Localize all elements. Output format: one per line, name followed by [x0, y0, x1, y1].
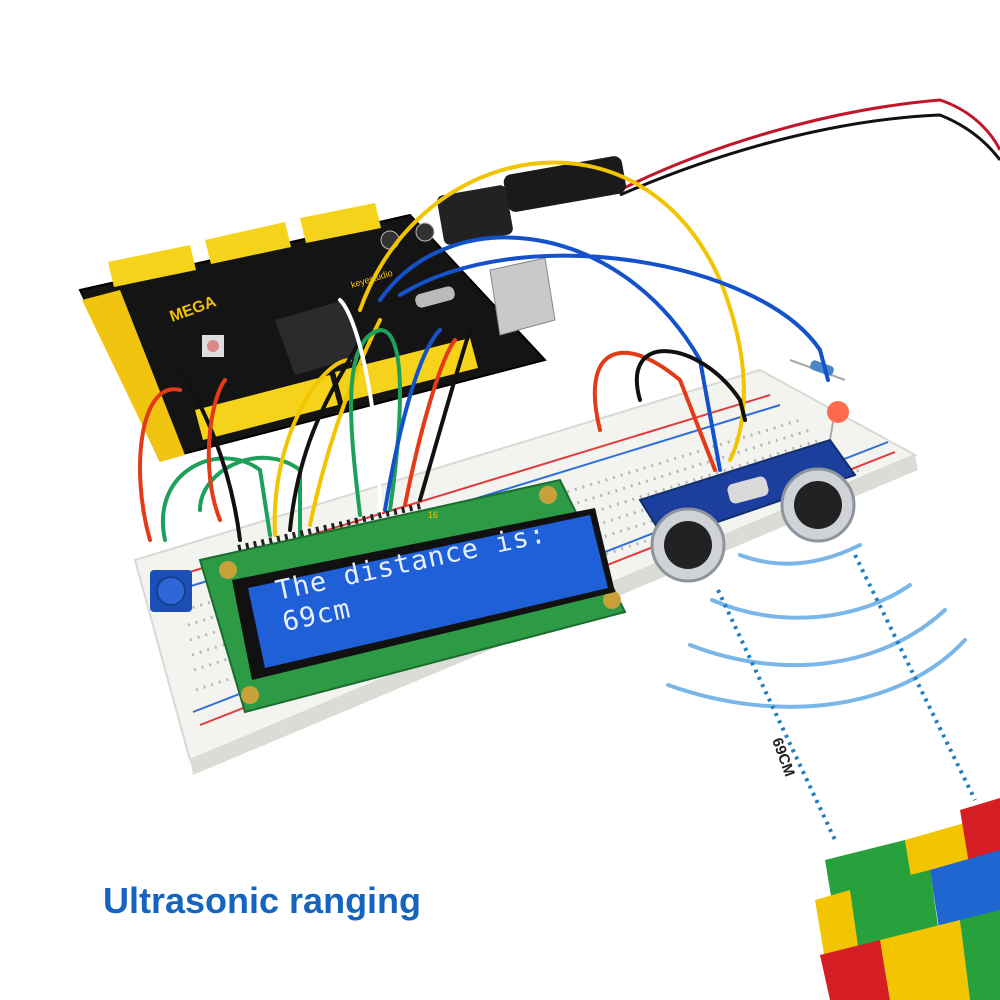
caption: Ultrasonic ranging [103, 880, 422, 921]
sound-wave-icon [666, 543, 967, 709]
ultrasonic-sensor [638, 438, 857, 583]
distance-measurement-label: 69CM [768, 736, 798, 779]
potentiometer [150, 570, 192, 612]
distance-line-icon [716, 554, 977, 841]
resistor [789, 359, 846, 381]
lcd-pin-label: 16 [428, 510, 438, 520]
lcd-module: 16 The distance is: 69cm [198, 478, 627, 714]
wooden-blocks [815, 798, 1000, 1000]
power-cable [437, 98, 1000, 245]
led [827, 401, 849, 441]
jumper-wires [138, 160, 830, 542]
